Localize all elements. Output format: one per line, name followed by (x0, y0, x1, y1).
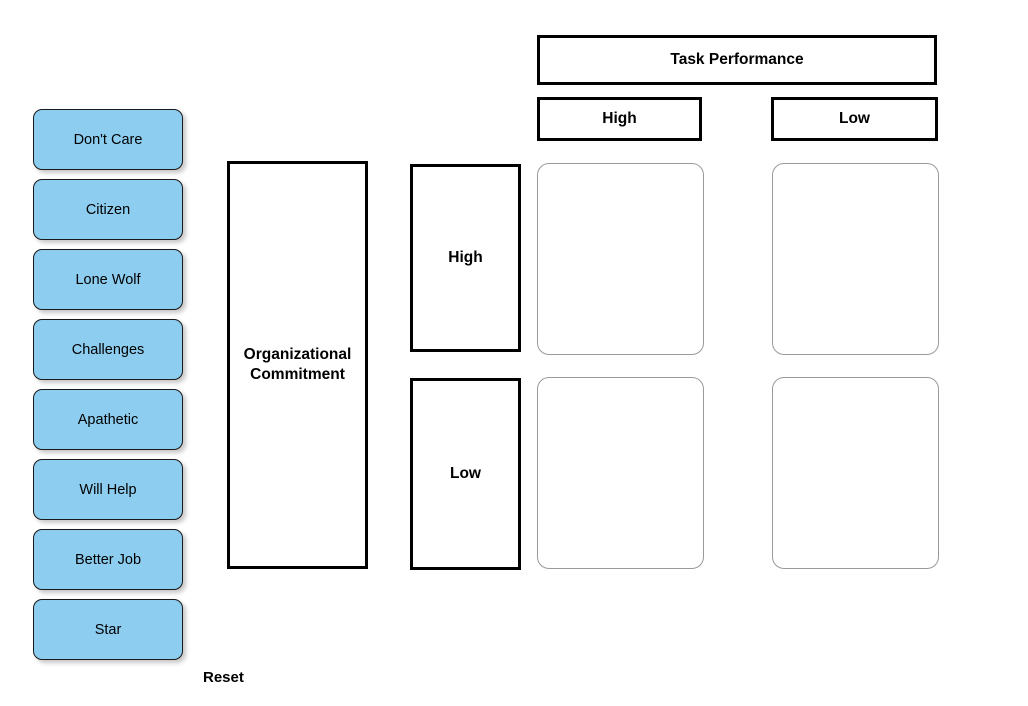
row-header-low: Low (410, 378, 521, 570)
row-header-high: High (410, 164, 521, 352)
column-header-low: Low (771, 97, 938, 141)
dropzone-commitment-high-performance-high[interactable] (537, 163, 704, 355)
dropzone-commitment-low-performance-high[interactable] (537, 377, 704, 569)
draggable-card-dont-care[interactable]: Don't Care (33, 109, 183, 170)
reset-button[interactable]: Reset (203, 669, 244, 686)
draggable-card-will-help[interactable]: Will Help (33, 459, 183, 520)
draggable-card-star[interactable]: Star (33, 599, 183, 660)
draggable-card-lone-wolf[interactable]: Lone Wolf (33, 249, 183, 310)
dropzone-commitment-low-performance-low[interactable] (772, 377, 939, 569)
draggable-card-apathetic[interactable]: Apathetic (33, 389, 183, 450)
draggable-card-challenges[interactable]: Challenges (33, 319, 183, 380)
draggable-card-better-job[interactable]: Better Job (33, 529, 183, 590)
row-axis-title: Organizational Commitment (227, 161, 368, 569)
dropzone-commitment-high-performance-low[interactable] (772, 163, 939, 355)
column-axis-title: Task Performance (537, 35, 937, 85)
column-header-high: High (537, 97, 702, 141)
draggable-card-citizen[interactable]: Citizen (33, 179, 183, 240)
